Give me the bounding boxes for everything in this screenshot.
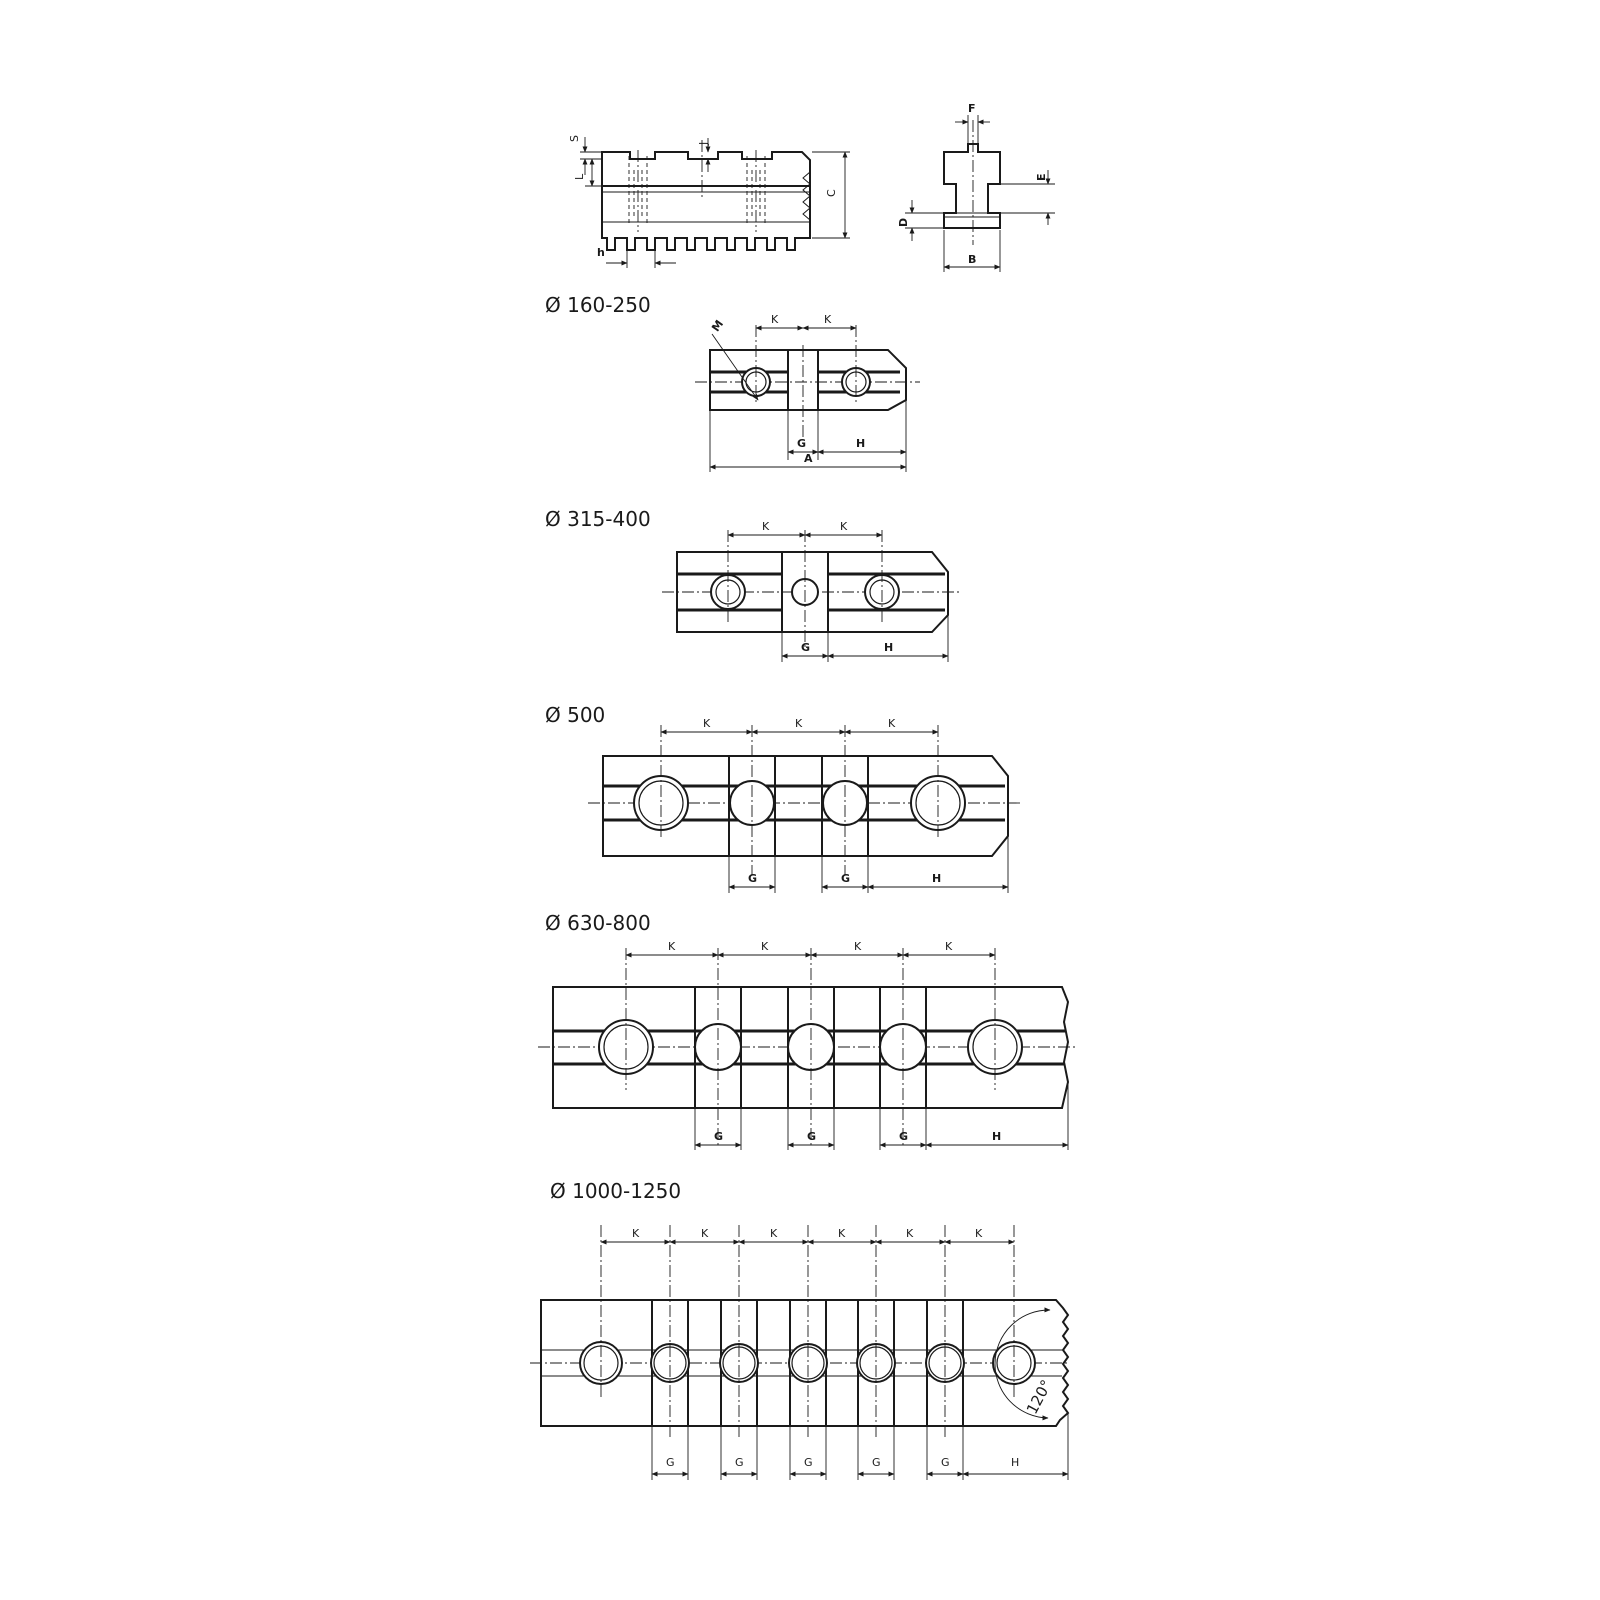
- label-g: G: [804, 1456, 813, 1469]
- label-k: K: [701, 1227, 709, 1240]
- section-title-630-800: Ø 630-800: [545, 911, 651, 935]
- label-k: K: [771, 313, 779, 326]
- label-g: G: [872, 1456, 881, 1469]
- label-s: S: [568, 135, 581, 142]
- label-g: G: [841, 872, 850, 885]
- label-h-dim: H: [992, 1130, 1001, 1143]
- label-c: C: [825, 189, 838, 197]
- label-k: K: [838, 1227, 846, 1240]
- label-k: K: [840, 520, 848, 533]
- label-k: K: [854, 940, 862, 953]
- label-g: G: [666, 1456, 675, 1469]
- label-h-dim: H: [1011, 1456, 1019, 1469]
- label-k: K: [668, 940, 676, 953]
- jaw-top-view-160-250: M K K G H A: [695, 313, 920, 472]
- label-b: B: [968, 253, 976, 266]
- label-f: F: [968, 102, 976, 115]
- label-k: K: [795, 717, 803, 730]
- label-g: G: [797, 437, 806, 450]
- label-e: E: [1035, 173, 1048, 181]
- label-k: K: [762, 520, 770, 533]
- section-title-1000-1250: Ø 1000-1250: [550, 1179, 681, 1203]
- label-h: h: [597, 246, 605, 259]
- label-g: G: [735, 1456, 744, 1469]
- label-g: G: [748, 872, 757, 885]
- label-k: K: [824, 313, 832, 326]
- label-h-dim: H: [856, 437, 865, 450]
- label-g: G: [899, 1130, 908, 1143]
- label-k: K: [761, 940, 769, 953]
- label-angle: 120°: [1023, 1377, 1056, 1417]
- section-title-315-400: Ø 315-400: [545, 507, 651, 531]
- label-j: J: [697, 142, 710, 146]
- label-d: D: [897, 218, 910, 227]
- label-l: L: [573, 173, 586, 180]
- label-g: G: [714, 1130, 723, 1143]
- label-g: G: [807, 1130, 816, 1143]
- label-k: K: [975, 1227, 983, 1240]
- label-g: G: [801, 641, 810, 654]
- label-k: K: [770, 1227, 778, 1240]
- label-m: M: [709, 318, 726, 334]
- label-k: K: [632, 1227, 640, 1240]
- section-title-500: Ø 500: [545, 703, 605, 727]
- label-a: A: [804, 452, 813, 465]
- label-k: K: [906, 1227, 914, 1240]
- label-k: K: [888, 717, 896, 730]
- label-k: K: [945, 940, 953, 953]
- jaw-top-view-315-400: K K G H: [662, 520, 960, 662]
- section-title-160-250: Ø 160-250: [545, 293, 651, 317]
- label-h-dim: H: [884, 641, 893, 654]
- label-g: G: [941, 1456, 950, 1469]
- jaw-side-view: S L J C h: [568, 135, 850, 268]
- label-h-dim: H: [932, 872, 941, 885]
- label-k: K: [703, 717, 711, 730]
- jaw-top-view-1000-1250: K K K K K K 120° G G G G G H: [530, 1225, 1070, 1480]
- jaw-profile-view: F E D B: [897, 102, 1055, 272]
- jaw-top-view-630-800: K K K K G G G H: [538, 940, 1078, 1150]
- jaw-top-view-500: K K K G G H: [588, 717, 1020, 893]
